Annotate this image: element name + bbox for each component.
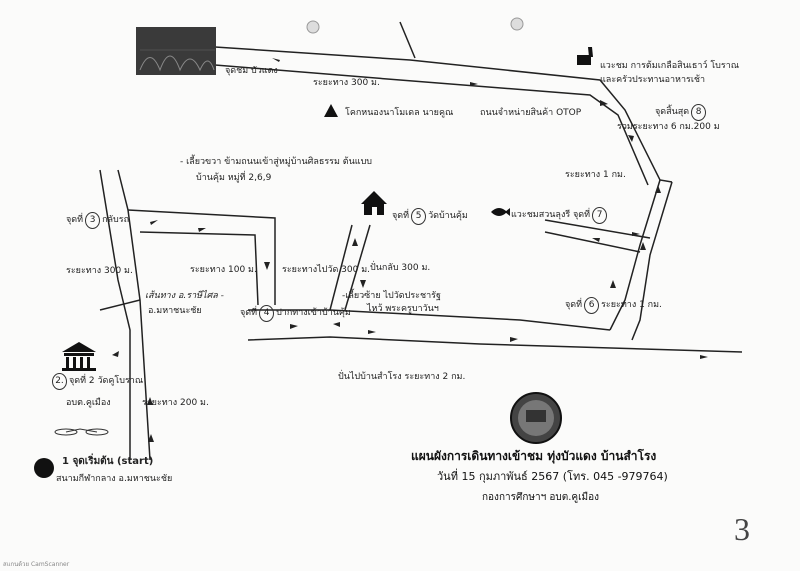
roads	[99, 21, 743, 461]
point-4-number: 4	[259, 305, 275, 322]
point-6-number: 6	[584, 297, 600, 314]
viewpoint-label: จุดชม บัวแดง	[225, 66, 278, 76]
point-2-number: 2.	[52, 373, 67, 390]
salt-line1: แวะชม การต้มเกลือสินเธาว์ โบราณ	[600, 61, 740, 71]
turn-right-line1: - เลี้ยวขวา ข้ามถนนเข้าสู่หมู่บ้านศิลธรร…	[180, 157, 373, 167]
seal-emblem	[510, 392, 562, 444]
punch-hole-left	[306, 20, 320, 34]
bicycle-icon	[54, 428, 109, 436]
turn-right-line2: บ้านคุ้ม หมู่ที่ 2,6,9	[196, 173, 272, 183]
point-3-number: 3	[85, 212, 101, 229]
route-line1: เส้นทาง อ.ราษีไศล -	[145, 291, 224, 301]
point-5-number: 5	[411, 208, 427, 225]
temple-house-icon	[361, 191, 387, 215]
footer-title: แผนผังการเดินทางเข้าชม ทุ่งบัวแดง บ้านสำ…	[411, 449, 657, 463]
triangle-marker	[324, 104, 338, 117]
distance-1km-label: ระยะทาง 1 กม.	[565, 170, 626, 180]
direction-arrows	[112, 58, 708, 442]
shop-label: โคกหนองนาโมเดล นายคูณ	[345, 108, 454, 118]
turn-left-line1: -เลี้ยวซ้าย ไปวัดประชารัฐ	[342, 291, 441, 301]
route-line2: อ.มหาชนะชัย	[148, 306, 202, 316]
museum-icon	[62, 342, 96, 371]
return-300-label: ปั่นกลับ 300 ม.	[370, 263, 431, 273]
start-label: 1 จุดเริ่มต้น (start)	[62, 456, 154, 467]
salt-pot-icon	[577, 47, 593, 65]
footer-org: กองการศึกษาฯ อบต.คูเมือง	[482, 492, 600, 503]
footer-date: วันที่ 15 กุมภาพันธ์ 2567 (โทร. 045 -979…	[437, 470, 668, 483]
point-7-label: แวะชมสวนลุงรี จุดที่7	[511, 207, 609, 224]
end-number: 8	[691, 104, 707, 121]
distance-100-label: ระยะทาง 100 ม.	[190, 265, 257, 275]
distance-300-label: ระยะทาง 300 ม.	[313, 78, 380, 88]
lotus-photo	[136, 27, 216, 75]
distance-300a-label: ระยะทาง 300 ม.	[66, 266, 133, 276]
start-sub-label: สนามกีฬากลาง อ.มหาชนะชัย	[56, 474, 173, 484]
ride-to-label: ปั่นไปบ้านสำโรง ระยะทาง 2 กม.	[338, 372, 466, 382]
point-7-number: 7	[592, 207, 608, 224]
total-distance-label: รวมระยะทาง 6 กม.200 ม	[617, 122, 720, 132]
obt-label: อบต.คูเมือง	[66, 398, 111, 408]
fish-icon	[491, 208, 510, 216]
turn-left-line2: ไหว้ พระครูบาวันฯ	[367, 304, 439, 314]
start-dot-icon	[34, 458, 54, 478]
point-2-label: 2.จุดที่ 2 วัดคูโบราณ	[50, 373, 143, 390]
distance-200-label: ระยะทาง 200 ม.	[142, 398, 209, 408]
distance-to-temple-label: ระยะทางไปวัด 300 ม.	[282, 265, 370, 275]
punch-hole-right	[510, 17, 524, 31]
page-number: 3	[734, 511, 750, 547]
scanner-watermark: สแกนด้วย CamScanner	[3, 561, 70, 568]
otop-label: ถนนจำหน่ายสินค้า OTOP	[480, 108, 582, 118]
salt-line2: และครัวประทานอาหารเช้า	[600, 75, 706, 85]
